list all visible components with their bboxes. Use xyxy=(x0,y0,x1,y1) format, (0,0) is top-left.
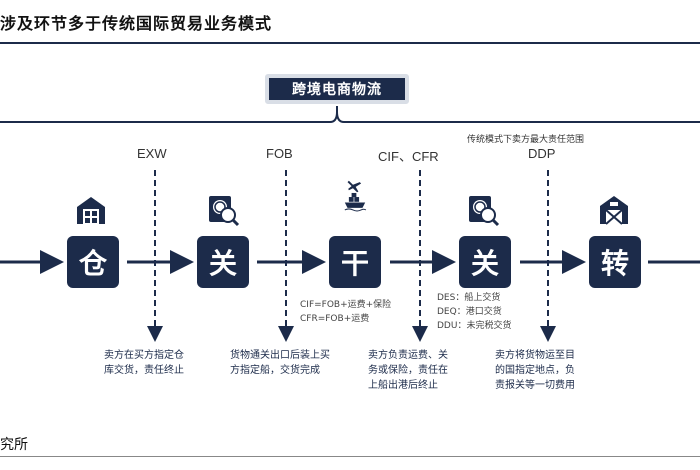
node-import-customs: 关 xyxy=(459,236,511,288)
banner-cross-border-logistics: 跨境电商物流 xyxy=(265,74,409,104)
description-line: 卖方在买方指定仓 xyxy=(104,350,184,361)
customs-search-icon xyxy=(209,196,240,227)
description-line: 卖方负责运费、关 xyxy=(368,350,448,361)
description-cif: 卖方负责运费、关 务或保险，责任在 上船出港后终止 xyxy=(368,348,478,393)
description-line: 责报关等一切费用 xyxy=(495,380,575,391)
description-line: 卖方将货物运至目 xyxy=(495,350,575,361)
node-warehouse: 仓 xyxy=(67,236,119,288)
customs-search-icon xyxy=(469,196,500,227)
node-mainline-transport: 干 xyxy=(329,236,381,288)
node-transfer: 转 xyxy=(589,236,641,288)
cif-formula: CIF=FOB+运费+保险 xyxy=(300,300,392,310)
des-term: DES：船上交货 xyxy=(437,293,501,303)
description-line: 的国指定地点，负 xyxy=(495,365,575,376)
description-exw: 卖方在买方指定仓 库交货，责任终止 xyxy=(104,348,214,378)
stage-label-fob: FOB xyxy=(266,146,293,161)
description-line: 务或保险，责任在 xyxy=(368,365,448,376)
description-line: 上船出港后终止 xyxy=(368,380,438,391)
source-footer: 究所 xyxy=(0,437,28,453)
node-export-customs: 关 xyxy=(197,236,249,288)
stage-label-ddp: DDP xyxy=(528,146,556,161)
description-line: 方指定船，交货完成 xyxy=(230,365,320,376)
brace-bracket xyxy=(0,106,700,123)
page-title: 涉及环节多于传统国际贸易业务模式 xyxy=(0,14,273,33)
stage-label-cif-cfr: CIF、CFR xyxy=(378,149,439,164)
barn-icon xyxy=(600,196,628,225)
ddp-responsibility-note: 传统模式下卖方最大责任范围 xyxy=(467,135,585,145)
footer-divider xyxy=(0,456,700,457)
warehouse-icon xyxy=(77,197,105,224)
description-ddp: 卖方将货物运至目 的国指定地点，负 责报关等一切费用 xyxy=(495,348,605,393)
ddu-term: DDU：未完税交货 xyxy=(437,321,512,331)
description-line: 货物通关出口后装上买 xyxy=(230,350,330,361)
description-line: 库交货，责任终止 xyxy=(104,365,184,376)
deq-term: DEQ：港口交货 xyxy=(437,307,502,317)
stage-label-exw: EXW xyxy=(137,146,167,161)
description-fob: 货物通关出口后装上买 方指定船，交货完成 xyxy=(230,348,355,378)
ddp-term-notes: DES：船上交货 DEQ：港口交货 DDU：未完税交货 xyxy=(437,291,511,333)
cfr-formula: CFR=FOB+运费 xyxy=(300,314,370,324)
airplane-ship-icon xyxy=(344,180,367,212)
title-divider xyxy=(0,42,700,44)
cif-formula-notes: CIF=FOB+运费+保险 CFR=FOB+运费 xyxy=(300,298,391,326)
